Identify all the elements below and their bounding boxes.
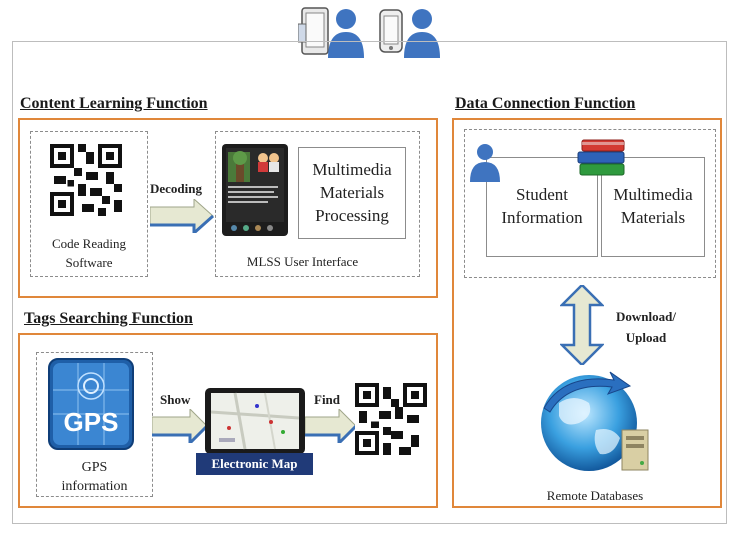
mlss-tablet-icon [222, 144, 288, 236]
code-reading-line1: Code Reading [51, 236, 126, 251]
electronic-map-label: Electronic Map [196, 453, 313, 475]
student-info-text: Student Information [486, 183, 598, 229]
multimedia-line1: Multimedia [613, 185, 693, 204]
books-icon [576, 136, 628, 178]
gps-caption: GPS information [36, 458, 153, 496]
student-line2: Information [501, 208, 583, 227]
mlss-ui-box [215, 131, 420, 277]
processing-line2: Materials [319, 183, 385, 202]
data-connection-title: Data Connection Function [455, 95, 636, 112]
qr-code-result-icon [355, 383, 427, 455]
gps-line1: GPS [81, 460, 108, 475]
decoding-arrow [150, 199, 214, 233]
download-upload-arrow [560, 285, 604, 365]
download-label: Download/ [616, 309, 676, 324]
qr-code-icon [50, 144, 122, 216]
processing-line3: Processing [315, 206, 389, 225]
gps-icon [48, 358, 134, 450]
show-arrow [152, 409, 208, 443]
code-reading-line2: Software [65, 255, 113, 270]
content-learning-title: Content Learning Function [20, 95, 208, 112]
tags-searching-box [18, 333, 438, 508]
processing-box [298, 147, 406, 239]
code-reading-caption: Code Reading Software [30, 234, 148, 272]
download-upload-label: Download/ Upload [606, 306, 686, 348]
data-inner-box [464, 129, 716, 278]
gps-icon-text: GPS [63, 407, 119, 437]
student-info-box [486, 157, 598, 257]
tags-searching-title: Tags Searching Function [24, 310, 193, 327]
show-label: Show [160, 392, 191, 407]
code-reading-box [30, 131, 148, 277]
find-label: Find [314, 392, 341, 407]
user-icon [468, 142, 502, 182]
data-connection-box [452, 118, 722, 508]
gps-line2: information [61, 479, 128, 494]
find-arrow [305, 409, 357, 443]
student-line1: Student [516, 185, 568, 204]
upload-label: Upload [625, 330, 667, 345]
decoding-label: Decoding [150, 181, 202, 196]
multimedia-line2: Materials [620, 208, 686, 227]
tablet-user-icon [298, 2, 368, 62]
mlss-ui-caption: MLSS User Interface [246, 254, 359, 269]
processing-line1: Multimedia [312, 160, 392, 179]
remote-databases-caption: Remote Databases [546, 488, 644, 503]
content-learning-box [18, 118, 438, 298]
globe-database-icon [534, 368, 664, 478]
outer-frame [12, 41, 727, 524]
map-tablet-icon [205, 388, 305, 454]
processing-text: Multimedia Materials Processing [298, 158, 406, 227]
multimedia-text: Multimedia Materials [601, 183, 705, 229]
